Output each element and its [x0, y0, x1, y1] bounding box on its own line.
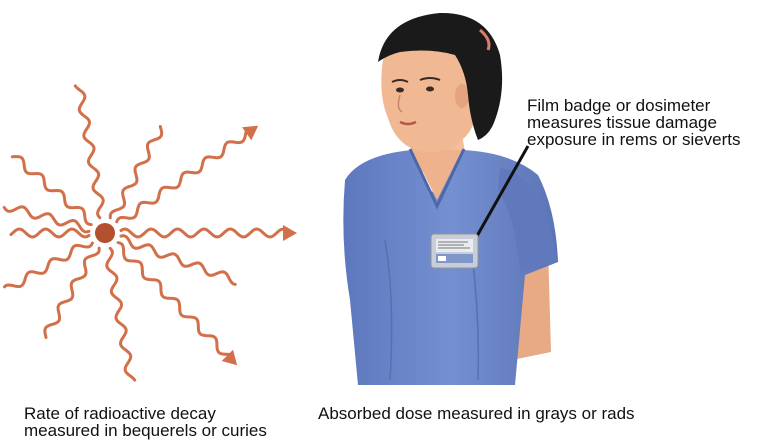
- radiation-wave-7: [11, 229, 89, 237]
- decay-caption-line-1: Rate of radioactive decay: [24, 405, 267, 422]
- decay-caption-line-2: measured in bequerels or curies: [24, 422, 267, 439]
- dosimeter-caption-line-1: Film badge or dosimeter: [527, 97, 741, 114]
- radiation-wave-1: [121, 229, 285, 237]
- arrowhead-icon: [283, 225, 297, 241]
- healthcare-worker-illustration: [343, 13, 558, 385]
- arrowhead-icon: [222, 350, 238, 366]
- radiation-wave-4: [75, 86, 103, 218]
- dosimeter-caption-line-2: measures tissue damage: [527, 114, 741, 131]
- radioactive-nucleus-icon: [95, 223, 115, 243]
- radiation-wave-10: [107, 248, 135, 380]
- dosimeter-caption: Film badge or dosimeter measures tissue …: [527, 97, 741, 148]
- decay-caption: Rate of radioactive decay measured in be…: [24, 405, 267, 439]
- radiation-wave-11: [118, 243, 230, 355]
- dosimeter-badge-icon: [431, 234, 478, 268]
- dosimeter-caption-line-3: exposure in rems or sieverts: [527, 131, 741, 148]
- radiation-rays: [4, 86, 297, 380]
- dose-caption: Absorbed dose measured in grays or rads: [318, 405, 635, 422]
- radiation-wave-8: [5, 243, 93, 287]
- radiation-wave-9: [45, 248, 99, 337]
- radiation-wave-12: [121, 236, 235, 285]
